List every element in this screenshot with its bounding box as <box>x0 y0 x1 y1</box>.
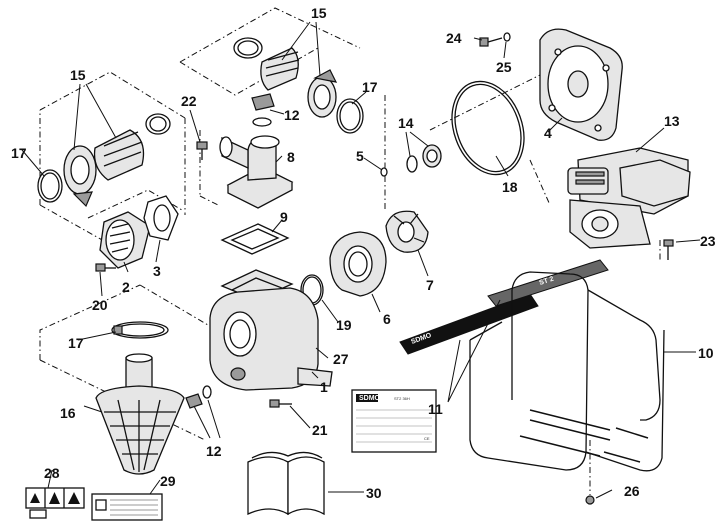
part-27-nameplate: SDMO ST2 36H CE <box>351 389 437 453</box>
callout-14: 14 <box>398 115 414 131</box>
part-15-upper-hose-connector <box>233 37 338 118</box>
part-29-warning-label <box>91 493 163 521</box>
part-28-safety-labels <box>25 487 85 519</box>
part-3-inlet-gasket <box>143 195 179 241</box>
part-21-bolt <box>269 399 292 408</box>
part-23-bolt <box>663 239 674 260</box>
part-4-pump-cover <box>539 28 623 141</box>
callout-25: 25 <box>496 59 512 75</box>
callout-29: 29 <box>160 473 176 489</box>
callout-11: 11 <box>428 401 443 417</box>
callout-17-lower: 17 <box>68 335 84 351</box>
part-12-upper-plug <box>251 93 275 127</box>
callout-19: 19 <box>336 317 352 333</box>
callout-6: 6 <box>383 311 391 327</box>
part-7-impeller <box>385 210 429 253</box>
part-17-upper-clamp <box>336 98 364 134</box>
callout-27: 27 <box>333 351 349 367</box>
callout-4: 4 <box>544 125 552 141</box>
part-20-bolt <box>95 263 116 272</box>
callout-20: 20 <box>92 297 108 313</box>
part-15-left-hose-connector <box>63 113 171 208</box>
leader-lines <box>21 21 701 499</box>
callout-2: 2 <box>122 279 130 295</box>
part-13-engine <box>567 147 691 249</box>
callout-numbers: 15 15 17 17 17 22 12 12 8 9 2 3 20 5 14 … <box>11 5 716 501</box>
part-12-lower-drain-plugs <box>185 385 212 409</box>
callout-24: 24 <box>446 30 462 46</box>
part-14-mechanical-seal <box>406 144 442 173</box>
callout-17-upper: 17 <box>362 79 378 95</box>
callout-15-upper: 15 <box>311 5 327 21</box>
callout-17-left: 17 <box>11 145 27 161</box>
part-22-bolt <box>196 141 208 160</box>
callout-21: 21 <box>312 422 328 438</box>
callout-13: 13 <box>664 113 680 129</box>
part-6-volute <box>329 231 387 297</box>
part-2-inlet-flange <box>99 211 151 269</box>
callout-1: 1 <box>320 379 328 395</box>
part-25-washer <box>503 32 511 42</box>
part-26-nut <box>585 495 595 505</box>
warning-triangle-icon <box>30 493 40 503</box>
flame-warning-icon <box>49 492 60 504</box>
callout-12-upper: 12 <box>284 107 300 123</box>
part-24-screw <box>479 37 503 47</box>
callout-7: 7 <box>426 277 434 293</box>
part-18-o-ring <box>451 80 525 176</box>
part-17-lower-clamp <box>111 321 169 339</box>
callout-10: 10 <box>698 345 714 361</box>
part-8-outlet-elbow <box>219 135 294 209</box>
callout-28: 28 <box>44 465 60 481</box>
callout-15-left: 15 <box>70 67 86 83</box>
callout-16: 16 <box>60 405 76 421</box>
part-5-seal <box>380 167 388 177</box>
callout-22: 22 <box>181 93 197 109</box>
part-11-stickers: SDMO ST 2 <box>399 259 609 355</box>
callout-26: 26 <box>624 483 640 499</box>
part-16-strainer <box>95 353 185 475</box>
sticker-model: ST 2 <box>538 276 554 287</box>
callout-3: 3 <box>153 263 161 279</box>
fuel-warning-icon <box>68 492 80 504</box>
part-30-manual <box>247 451 325 516</box>
callout-30: 30 <box>366 485 382 501</box>
part-1-pump-body <box>209 269 333 391</box>
callout-5: 5 <box>356 148 364 164</box>
part-9-gasket <box>220 223 290 255</box>
part-10-frame <box>469 271 665 472</box>
plate-model: ST2 36H <box>394 396 410 401</box>
plate-ce-mark: CE <box>424 436 430 441</box>
part-17-left-clamp <box>37 169 63 203</box>
callout-23: 23 <box>700 233 716 249</box>
callout-9: 9 <box>280 209 288 225</box>
plate-brand: SDMO <box>359 395 381 402</box>
callout-8: 8 <box>287 149 295 165</box>
callout-12-lower: 12 <box>206 443 222 459</box>
callout-18: 18 <box>502 179 518 195</box>
